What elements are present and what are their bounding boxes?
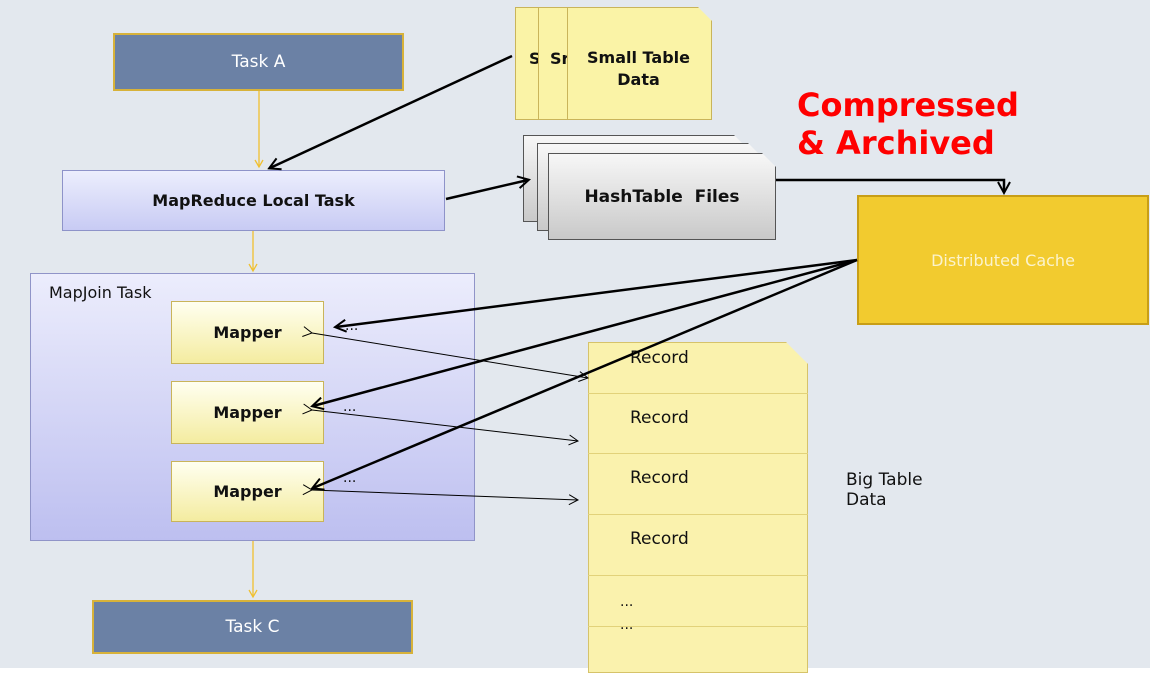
mapper-box-1: Mapper (171, 301, 324, 364)
mapjoin-task-label: MapJoin Task (49, 283, 152, 302)
record-ellipsis-2: ... (620, 617, 634, 633)
link-mapper-1-record (302, 326, 590, 382)
record-row-2: Record (630, 408, 689, 428)
record-divider-1 (588, 393, 808, 394)
big-table-data-label: Big Table Data (846, 470, 923, 510)
hashtable-files-label: HashTable Files (584, 186, 740, 207)
mapper-label-2: Mapper (213, 403, 282, 422)
arrow-cache-to-mapper-2 (313, 258, 858, 406)
task-a-label: Task A (231, 52, 286, 72)
record-divider-5 (588, 626, 808, 627)
small-table-data-label: Small Table Data (587, 48, 690, 89)
link-mapper-2-record (302, 403, 580, 446)
big-table-document (588, 342, 808, 673)
hashtable-file-front: HashTable Files (548, 153, 776, 240)
record-divider-2 (588, 453, 808, 454)
record-row-1: Record (630, 348, 689, 368)
distributed-cache-label: Distributed Cache (931, 250, 1075, 270)
mapper-label-1: Mapper (213, 323, 282, 342)
mapper-label-3: Mapper (213, 482, 282, 501)
record-ellipsis-1: ... (620, 594, 634, 610)
link-mapper-3-record (302, 484, 580, 506)
record-row-3: Record (630, 468, 689, 488)
task-c-box: Task C (92, 600, 413, 654)
mapper-box-3: Mapper (171, 461, 324, 522)
small-table-doc-back-1-label: Sr (550, 49, 570, 68)
arrow-local-to-hashtable (445, 180, 528, 201)
distributed-cache-box: Distributed Cache (857, 195, 1149, 325)
mapreduce-local-task-label: MapReduce Local Task (152, 191, 355, 210)
arrow-small-table-to-local (270, 54, 513, 168)
task-c-label: Task C (225, 617, 280, 637)
compressed-archived-label: Compressed & Archived (797, 86, 1019, 162)
arrow-cache-to-mapper-1 (336, 258, 858, 327)
task-a-box: Task A (113, 33, 404, 91)
small-table-doc-front (567, 7, 712, 120)
arrow-hashtable-to-cache (776, 178, 1004, 192)
mapper-box-2: Mapper (171, 381, 324, 444)
record-divider-4 (588, 575, 808, 576)
mapreduce-local-task-box: MapReduce Local Task (62, 170, 445, 231)
record-row-4: Record (630, 529, 689, 549)
bottom-strip (0, 668, 1150, 673)
small-table-doc-back-2-label: S (529, 49, 541, 68)
record-divider-3 (588, 514, 808, 515)
